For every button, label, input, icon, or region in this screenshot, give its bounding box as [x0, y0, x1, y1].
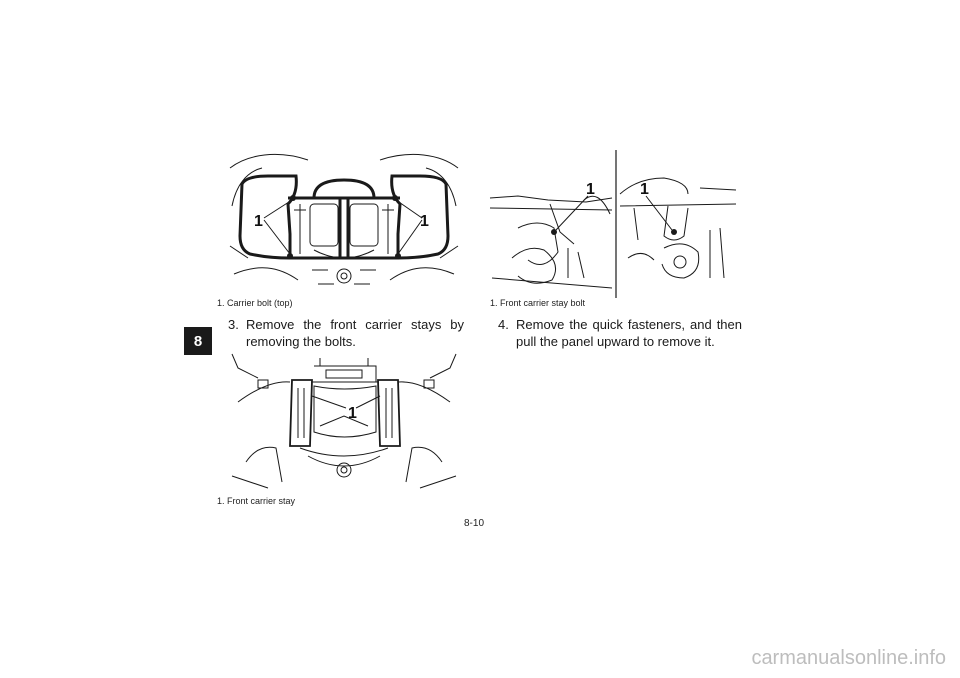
- figure-stay-bolt: 1 1: [488, 148, 738, 298]
- figure-front-carrier-stay: 1: [228, 352, 460, 494]
- carrier-bolt-illustration: 1 1: [229, 153, 459, 285]
- chapter-tab: 8: [184, 327, 212, 355]
- figure-callout: 1: [420, 213, 429, 230]
- step-number: 3.: [228, 317, 239, 332]
- step-text: Remove the front carrier stays by removi…: [246, 317, 464, 349]
- watermark: carmanualsonline.info: [751, 647, 946, 669]
- figure-caption-front-carrier-stay: 1. Front carrier stay: [217, 496, 296, 506]
- figure-caption-stay-bolt: 1. Front carrier stay bolt: [490, 298, 586, 308]
- figure-callout: 1: [640, 181, 649, 198]
- step-text: Remove the quick fasteners, and then pul…: [516, 317, 742, 349]
- stay-bolt-illustration: 1 1: [489, 150, 737, 298]
- figure-callout: 1: [254, 213, 263, 230]
- page-number: 8-10: [464, 518, 485, 529]
- figure-callout: 1: [348, 405, 357, 422]
- step-3: 3. Remove the front carrier stays by rem…: [228, 316, 464, 352]
- figure-caption-carrier-bolt: 1. Carrier bolt (top): [217, 298, 293, 308]
- front-carrier-stay-illustration: 1: [231, 353, 457, 489]
- figure-callout: 1: [586, 181, 595, 198]
- step-4: 4. Remove the quick fasteners, and then …: [498, 316, 742, 352]
- figure-carrier-bolt: 1 1: [228, 146, 460, 296]
- step-number: 4.: [498, 317, 509, 332]
